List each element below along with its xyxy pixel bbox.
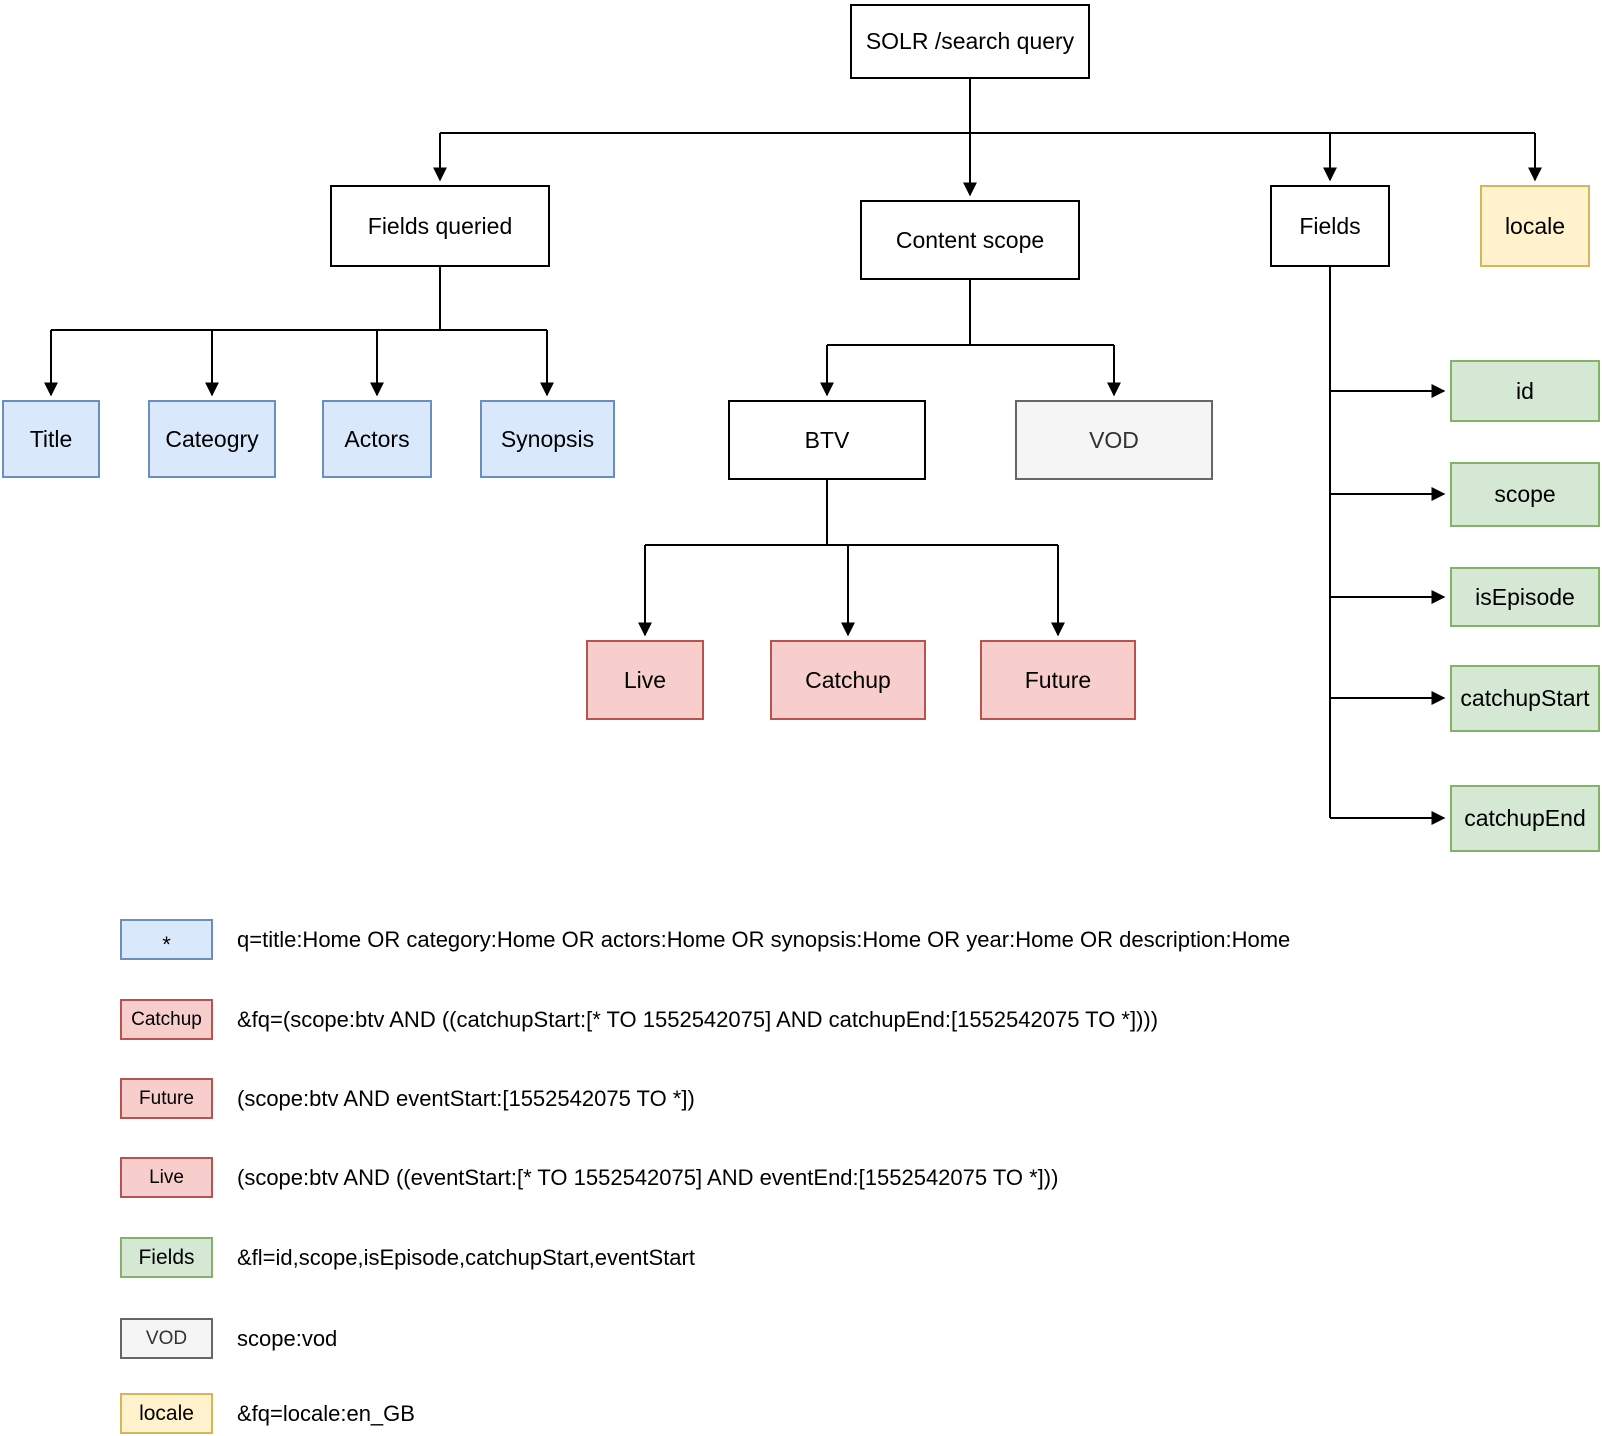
node-id: id xyxy=(1450,360,1600,422)
node-scope: scope xyxy=(1450,462,1600,527)
node-future: Future xyxy=(980,640,1136,720)
legend-key-locale: locale xyxy=(120,1393,213,1434)
node-live: Live xyxy=(586,640,704,720)
node-locale: locale xyxy=(1480,185,1590,267)
legend-text-star: q=title:Home OR category:Home OR actors:… xyxy=(237,926,1291,952)
node-catchupstart: catchupStart xyxy=(1450,665,1600,732)
node-isepisode: isEpisode xyxy=(1450,567,1600,627)
node-catchup: Catchup xyxy=(770,640,926,720)
node-synopsis: Synopsis xyxy=(480,400,615,478)
node-solr-search-query: SOLR /search query xyxy=(850,4,1090,79)
legend-key-live: Live xyxy=(120,1157,213,1198)
legend-text-fields: &fl=id,scope,isEpisode,catchupStart,even… xyxy=(237,1244,695,1270)
legend-key-future: Future xyxy=(120,1078,213,1119)
legend-text-live: (scope:btv AND ((eventStart:[* TO 155254… xyxy=(237,1164,1059,1190)
legend-text-catchup: &fq=(scope:btv AND ((catchupStart:[* TO … xyxy=(237,1006,1159,1032)
legend-key-star-label: * xyxy=(162,931,171,957)
legend-text-locale: &fq=locale:en_GB xyxy=(237,1400,415,1426)
node-catchupend: catchupEnd xyxy=(1450,785,1600,852)
node-content-scope: Content scope xyxy=(860,200,1080,280)
node-cateogry: Cateogry xyxy=(148,400,276,478)
node-title: Title xyxy=(2,400,100,478)
node-btv: BTV xyxy=(728,400,926,480)
legend-text-vod: scope:vod xyxy=(237,1325,338,1351)
legend-key-vod: VOD xyxy=(120,1318,213,1359)
node-fields: Fields xyxy=(1270,185,1390,267)
node-actors: Actors xyxy=(322,400,432,478)
legend-key-star: * xyxy=(120,919,213,960)
legend-key-catchup: Catchup xyxy=(120,999,213,1040)
legend-text-future: (scope:btv AND eventStart:[1552542075 TO… xyxy=(237,1085,695,1111)
node-fields-queried: Fields queried xyxy=(330,185,550,267)
node-vod: VOD xyxy=(1015,400,1213,480)
legend-key-fields: Fields xyxy=(120,1237,213,1278)
